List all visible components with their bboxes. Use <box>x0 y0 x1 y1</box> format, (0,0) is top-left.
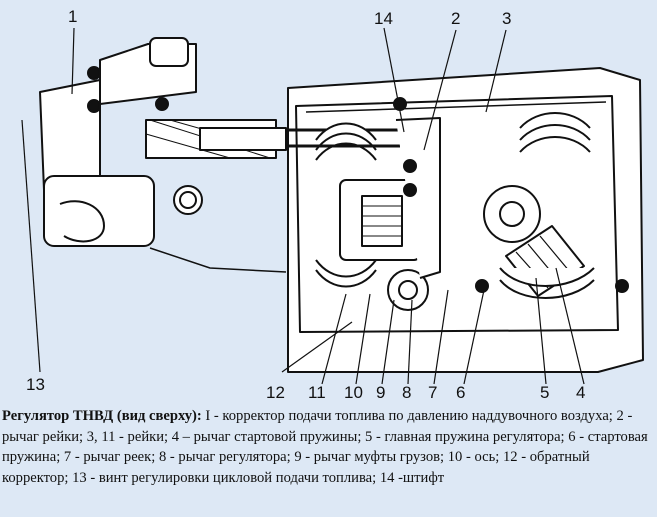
callout-10: 10 <box>344 383 363 402</box>
callout-11: 11 <box>308 383 326 402</box>
callout-5: 5 <box>540 383 550 402</box>
spring-pack-left <box>315 122 429 311</box>
lever-assembly <box>339 117 441 279</box>
corrector-block <box>39 37 287 273</box>
caption-text: I - корректор подачи топлива по давлению… <box>2 408 648 486</box>
callout-1: 1 <box>68 7 78 26</box>
spring-pack-right <box>393 97 629 299</box>
callout-3: 3 <box>502 9 512 28</box>
callout-14: 14 <box>374 9 393 28</box>
callout-7: 7 <box>428 383 438 402</box>
callout-2: 2 <box>451 9 461 28</box>
caption-title: Регулятор ТНВД (вид сверху): <box>2 408 202 424</box>
callout-4: 4 <box>576 383 586 402</box>
callout-6: 6 <box>456 383 466 402</box>
callout-8: 8 <box>402 383 412 402</box>
callout-12: 12 <box>266 383 285 402</box>
leader-lines <box>21 27 585 385</box>
callout-13: 13 <box>26 375 45 394</box>
callout-9: 9 <box>376 383 386 402</box>
figure-caption: Регулятор ТНВД (вид сверху): I - коррект… <box>2 406 652 488</box>
shaft <box>145 119 400 159</box>
regulator-diagram <box>21 27 644 385</box>
